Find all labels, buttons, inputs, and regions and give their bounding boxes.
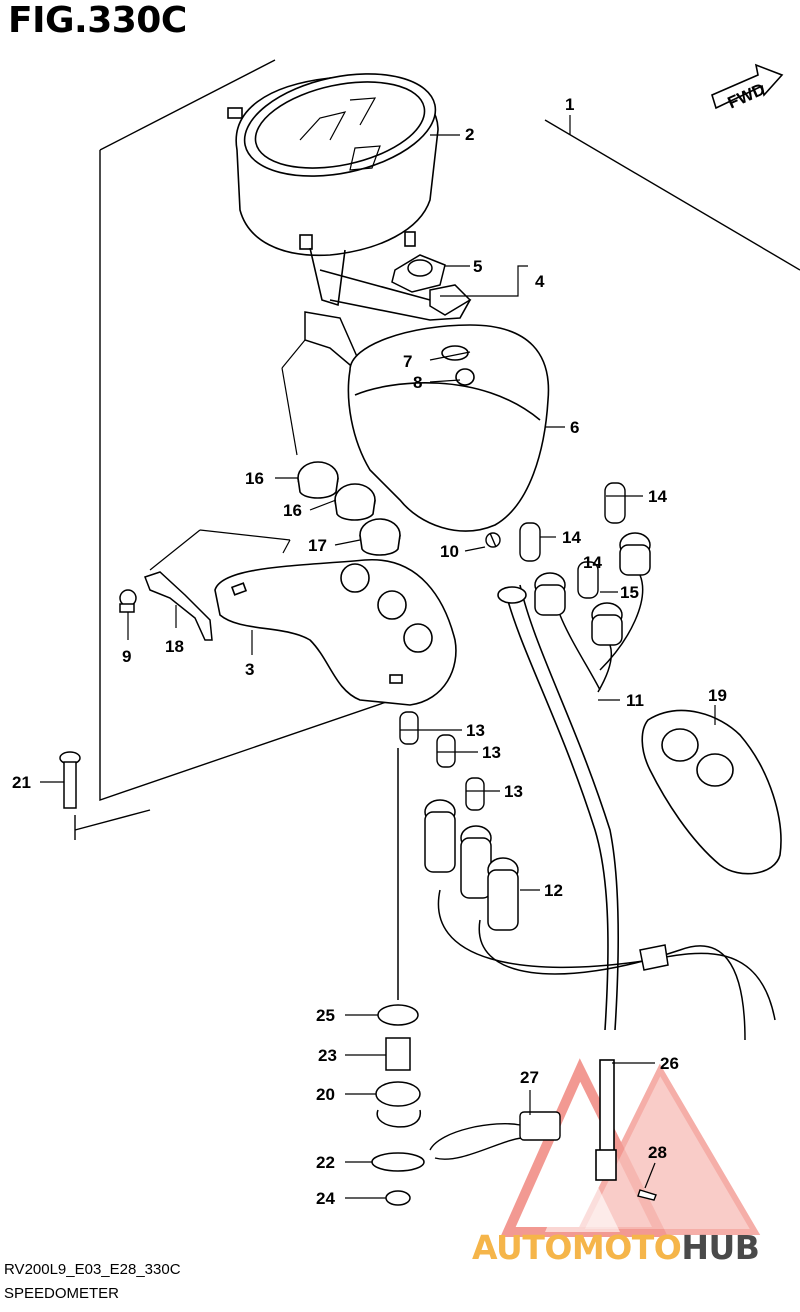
- callout-14b: 14: [562, 528, 581, 547]
- speedometer-gauge: [227, 73, 472, 321]
- callout-9: 9: [122, 647, 131, 666]
- watermark-auto: AUTO: [472, 1228, 572, 1267]
- bolt-21: [59, 751, 81, 809]
- figure-title: FIG.330C: [8, 0, 187, 41]
- cover-19: [641, 709, 782, 875]
- callout-17: 17: [308, 536, 327, 555]
- callout-10: 10: [440, 542, 459, 561]
- mount-stack: [371, 748, 425, 1206]
- callout-23: 23: [318, 1046, 337, 1065]
- callout-18: 18: [165, 637, 184, 656]
- callout-7: 7: [403, 352, 412, 371]
- screw-10: [485, 532, 501, 548]
- callout-12: 12: [544, 881, 563, 900]
- leader-lines: [40, 115, 716, 1199]
- callout-27: 27: [520, 1068, 539, 1087]
- callout-25: 25: [316, 1006, 335, 1025]
- assembly-boundary: [74, 59, 800, 840]
- figure-name: SPEEDOMETER: [4, 1285, 120, 1302]
- callout-22: 22: [316, 1153, 335, 1172]
- callout-11: 11: [626, 691, 644, 710]
- indicator-plate: [214, 559, 457, 706]
- watermark-hub: HUB: [681, 1228, 760, 1267]
- callout-5: 5: [473, 257, 482, 276]
- callout-13a: 13: [466, 721, 485, 740]
- clip-27: [429, 1111, 657, 1201]
- callout-14a: 14: [648, 487, 667, 506]
- callout-4: 4: [535, 272, 545, 291]
- callout-3: 3: [245, 660, 254, 679]
- clamp-and-screw: [119, 571, 213, 641]
- figure-code: RV200L9_E03_E28_330C: [4, 1261, 181, 1278]
- callout-8: 8: [413, 373, 422, 392]
- socket-bank: [424, 799, 776, 1041]
- callout-14c: 14: [583, 553, 602, 572]
- callouts: 1 2 3 4 5 6 7 8 9 10 11 12 13 13 13 14 1…: [12, 95, 727, 1208]
- callout-19: 19: [708, 686, 727, 705]
- callout-21: 21: [12, 773, 31, 792]
- callout-15: 15: [620, 583, 639, 602]
- callout-2: 2: [465, 125, 474, 144]
- speedometer-cable: [497, 584, 620, 1181]
- callout-13c: 13: [504, 782, 523, 801]
- callout-24: 24: [316, 1189, 335, 1208]
- watermark-text: AUTOMOTOHUB: [472, 1228, 760, 1267]
- callout-16b: 16: [283, 501, 302, 520]
- socket-harness: [534, 532, 651, 693]
- watermark-logo: [500, 1058, 761, 1237]
- bracket-part: [304, 254, 472, 371]
- callout-16a: 16: [245, 469, 264, 488]
- callout-13b: 13: [482, 743, 501, 762]
- bulbs: [399, 482, 626, 811]
- callout-28: 28: [648, 1143, 667, 1162]
- watermark-moto: MOTO: [571, 1228, 682, 1267]
- callout-20: 20: [316, 1085, 335, 1104]
- rubber-caps: [297, 461, 401, 556]
- callout-1: 1: [565, 95, 574, 114]
- callout-6: 6: [570, 418, 579, 437]
- fwd-arrow-icon: FWD: [711, 63, 784, 113]
- callout-26: 26: [660, 1054, 679, 1073]
